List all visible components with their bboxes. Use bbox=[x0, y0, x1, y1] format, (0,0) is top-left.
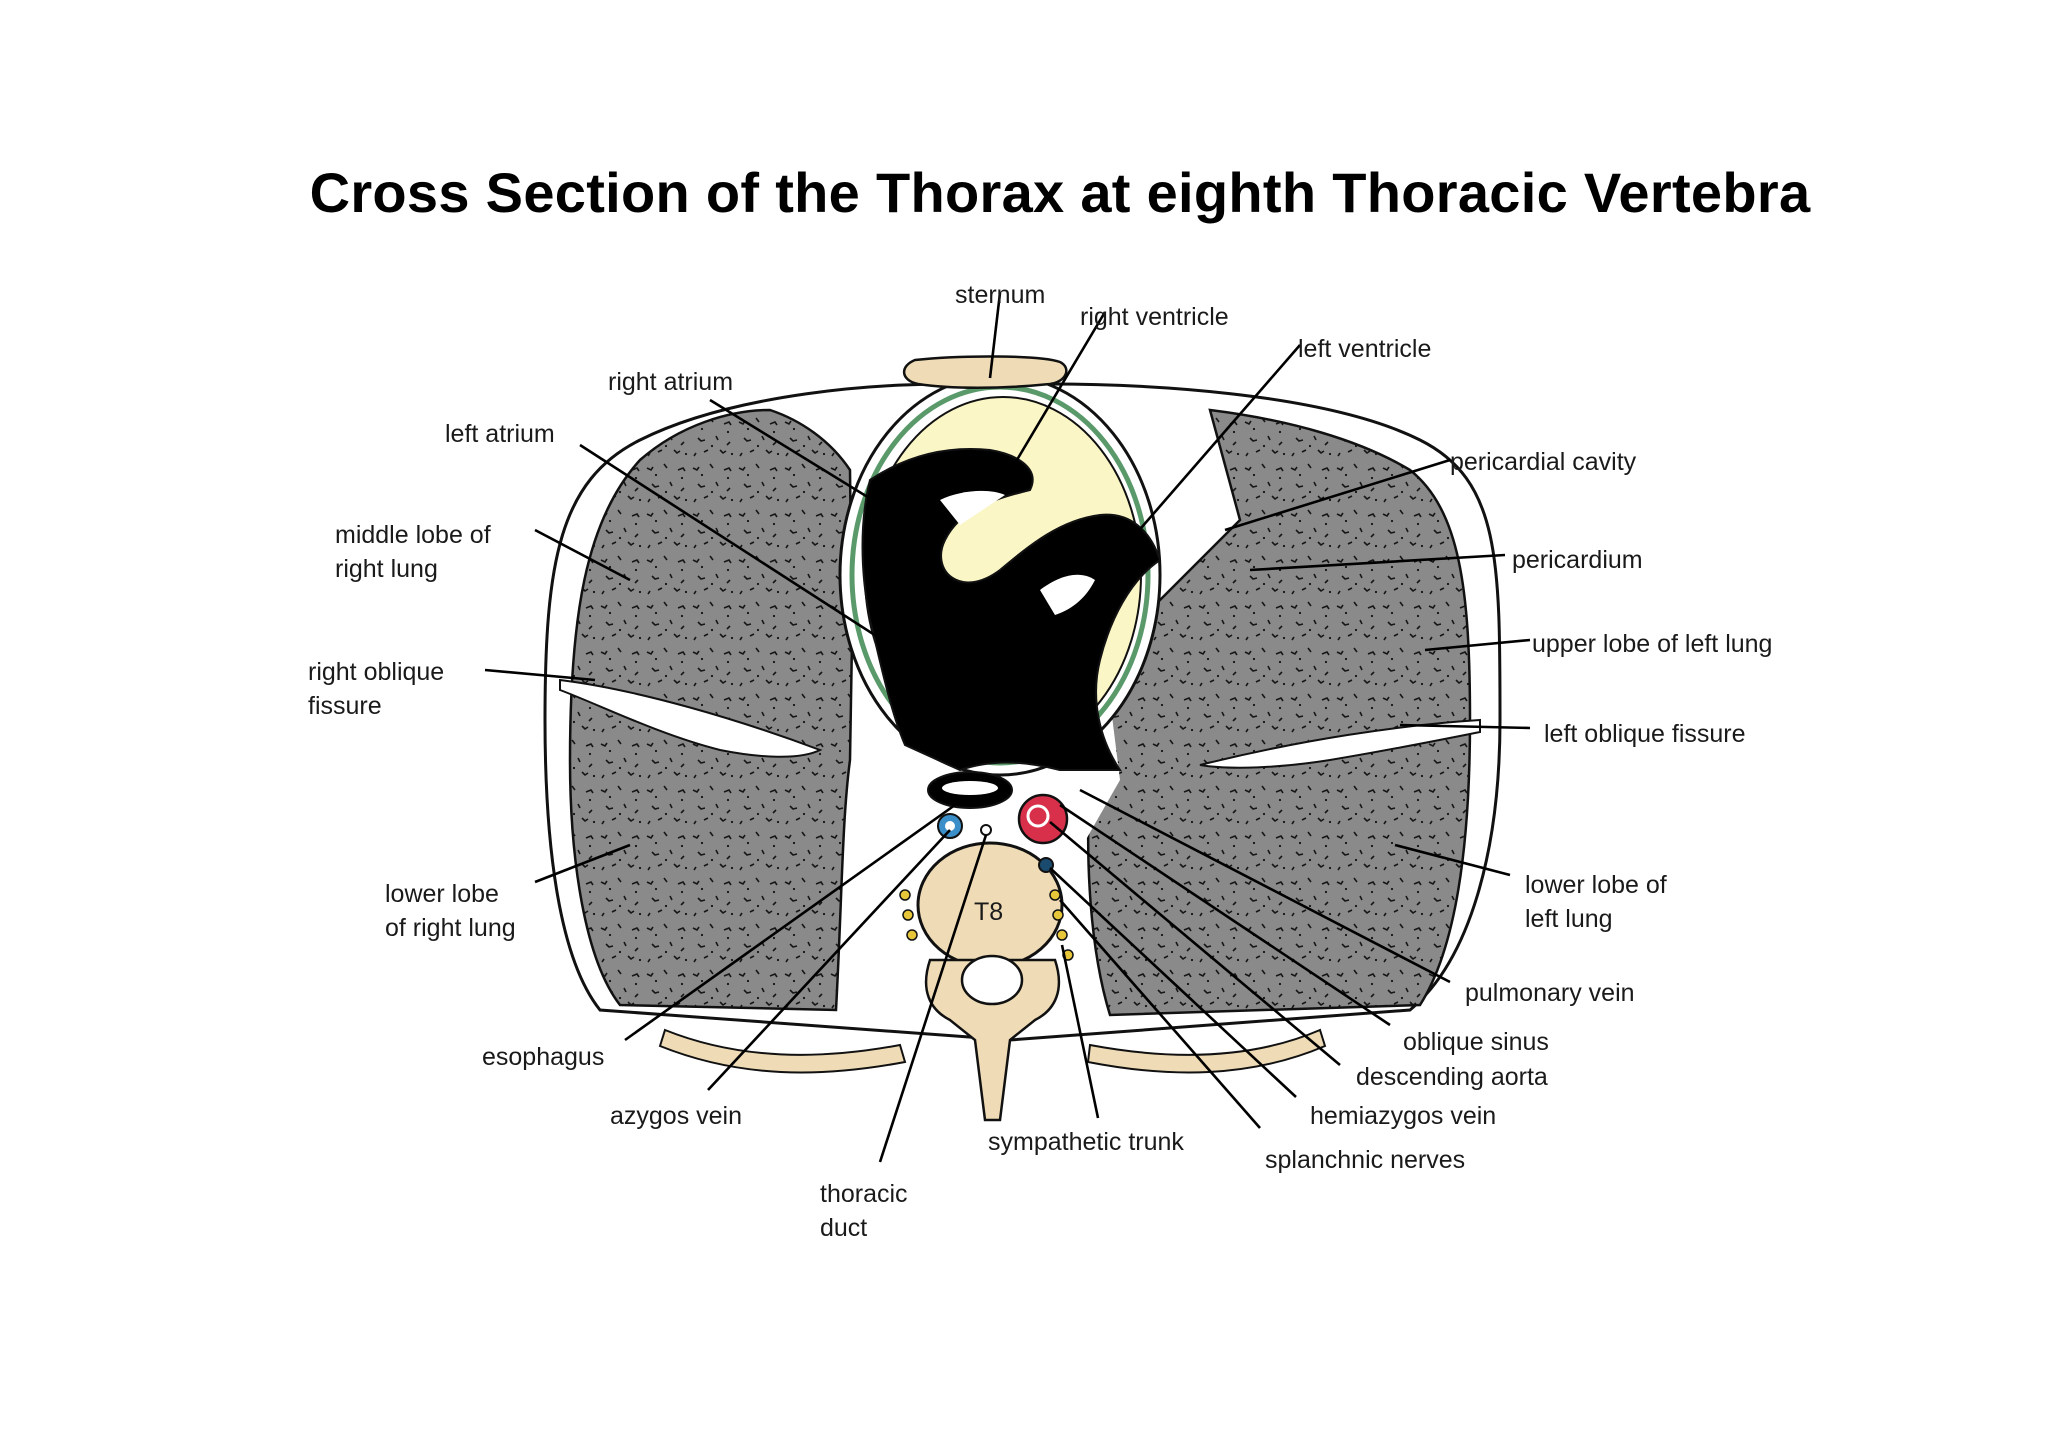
label-pulmonary-vein: pulmonary vein bbox=[1465, 979, 1635, 1007]
left-rib bbox=[1086, 1028, 1327, 1074]
hemiazygos-vein-shape bbox=[1038, 857, 1054, 873]
vertebra-label: T8 bbox=[974, 898, 1003, 926]
label-right-ventricle: right ventricle bbox=[1080, 303, 1229, 331]
label-splanchnic-nerves: splanchnic nerves bbox=[1265, 1146, 1465, 1174]
label-left-ventricle: left ventricle bbox=[1298, 335, 1431, 363]
vertebral-arch bbox=[924, 958, 1061, 1122]
label-right-oblique-1: right oblique bbox=[308, 658, 444, 686]
label-right-atrium: right atrium bbox=[608, 368, 733, 396]
label-pericardial-cavity: pericardial cavity bbox=[1450, 448, 1637, 476]
leader-lines bbox=[484, 292, 1531, 1163]
label-sympathetic-trunk: sympathetic trunk bbox=[988, 1128, 1184, 1156]
sympathetic-trunk-shapes bbox=[899, 889, 1074, 961]
page-title: Cross Section of the Thorax at eighth Th… bbox=[309, 161, 1811, 224]
label-lower-lobe-left-2: left lung bbox=[1525, 905, 1613, 933]
label-oblique-sinus: oblique sinus bbox=[1403, 1028, 1549, 1056]
label-upper-lobe-left: upper lobe of left lung bbox=[1532, 630, 1772, 658]
label-hemiazygos-vein: hemiazygos vein bbox=[1310, 1102, 1496, 1130]
left-oblique-fissure bbox=[1199, 718, 1481, 769]
label-pericardium: pericardium bbox=[1512, 546, 1643, 574]
label-lower-lobe-right-1: lower lobe bbox=[385, 880, 499, 908]
right-oblique-fissure bbox=[559, 678, 823, 758]
heart-chambers bbox=[861, 448, 1162, 772]
right-lung bbox=[568, 408, 854, 1012]
label-lower-lobe-right-2: of right lung bbox=[385, 914, 516, 942]
label-sternum: sternum bbox=[955, 281, 1045, 309]
label-esophagus: esophagus bbox=[482, 1043, 604, 1071]
sternum bbox=[902, 355, 1068, 389]
label-left-atrium: left atrium bbox=[445, 420, 555, 448]
descending-aorta-shape bbox=[1017, 793, 1069, 845]
label-azygos-vein: azygos vein bbox=[610, 1102, 742, 1130]
label-thoracic-duct-2: duct bbox=[820, 1214, 867, 1242]
thoracic-duct-shape bbox=[980, 824, 992, 836]
label-right-oblique-2: fissure bbox=[308, 692, 382, 720]
label-lower-lobe-left-1: lower lobe of bbox=[1525, 871, 1667, 899]
right-rib bbox=[658, 1028, 907, 1074]
label-thoracic-duct-1: thoracic bbox=[820, 1180, 908, 1208]
label-descending-aorta: descending aorta bbox=[1356, 1063, 1548, 1091]
vertebral-canal bbox=[960, 954, 1024, 1006]
diagram-labels: sternum right ventricle left ventricle r… bbox=[308, 281, 1772, 1242]
label-middle-lobe-1: middle lobe of bbox=[335, 521, 491, 549]
label-middle-lobe-2: right lung bbox=[335, 555, 438, 583]
left-lung bbox=[1086, 408, 1472, 1017]
label-left-oblique: left oblique fissure bbox=[1544, 720, 1746, 748]
